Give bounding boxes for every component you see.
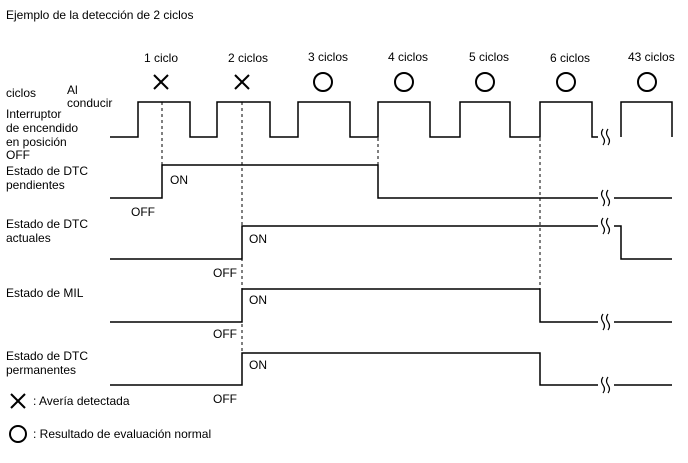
pending-signal — [110, 164, 672, 199]
current-signal — [110, 225, 672, 260]
cycle-label-4: 4 ciclos — [388, 50, 428, 64]
legend-fault-label: : Avería detectada — [33, 394, 130, 408]
legend-fault-icon — [10, 393, 26, 409]
cycle-label-3: 3 ciclos — [308, 50, 348, 64]
driving-label-line-2: conducir — [67, 96, 112, 110]
cycle-5-normal-mark — [475, 72, 495, 92]
current-on-label: ON — [249, 232, 267, 246]
permanent-row-label: Estado de DTC permanentes — [6, 349, 91, 377]
cycle-4-normal-mark — [394, 72, 414, 92]
driving-label-line-1: Al — [67, 83, 78, 97]
cycle-3-normal-mark — [313, 72, 333, 92]
driving-label: Al conducir — [67, 83, 112, 110]
permanent-on-label: ON — [249, 358, 267, 372]
cycle-label-2: 2 ciclos — [228, 51, 268, 65]
mil-break-mark — [600, 313, 611, 331]
cycle-label-6: 6 ciclos — [550, 51, 590, 65]
mil-row-label: Estado de MIL — [6, 286, 84, 300]
mil-on-label: ON — [249, 293, 267, 307]
legend-normal-icon — [9, 425, 27, 443]
ignition-signal — [110, 101, 673, 138]
permanent-break-mark — [600, 376, 611, 394]
cycle-label-1: 1 ciclo — [144, 51, 178, 65]
cycle-43-normal-mark — [637, 72, 657, 92]
cycle-1-fault-mark — [153, 74, 169, 90]
mil-off-label: OFF — [213, 327, 237, 341]
current-off-label: OFF — [213, 266, 237, 280]
current-break-mark — [600, 217, 611, 235]
pending-on-label: ON — [170, 173, 188, 187]
pending-off-label: OFF — [131, 205, 155, 219]
cycle-label-43: 43 ciclos — [628, 50, 675, 64]
pending-row-label: Estado de DTC pendientes — [6, 164, 91, 192]
diagram-title: Ejemplo de la detección de 2 ciclos — [6, 8, 193, 22]
ignition-break-mark — [600, 128, 611, 146]
cycles-header: ciclos — [6, 86, 36, 100]
legend-normal-label: : Resultado de evaluación normal — [33, 427, 211, 441]
ignition-row-label: Interruptor de encendido en posición — [6, 107, 81, 149]
current-row-label: Estado de DTC actuales — [6, 217, 91, 245]
cycle-label-5: 5 ciclos — [469, 50, 509, 64]
pending-break-mark — [600, 189, 611, 207]
cycle-6-normal-mark — [556, 72, 576, 92]
ignition-off-label: OFF — [6, 148, 30, 162]
permanent-signal — [110, 352, 672, 386]
permanent-off-label: OFF — [213, 392, 237, 406]
mil-signal — [110, 288, 672, 323]
cycle-2-fault-mark — [234, 74, 250, 90]
